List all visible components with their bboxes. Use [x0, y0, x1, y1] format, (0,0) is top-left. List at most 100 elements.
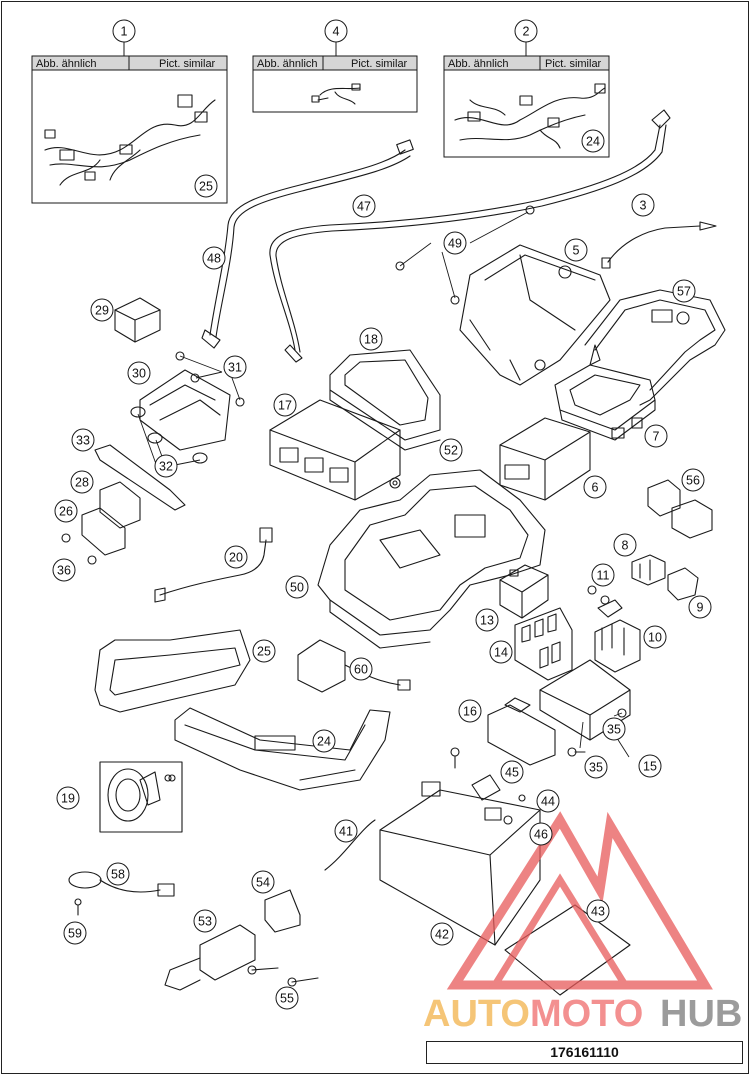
- callout-18: 18: [359, 327, 383, 351]
- callout-circle: [63, 921, 87, 945]
- watermark-auto: AUTO: [423, 993, 530, 1035]
- callout-number: 16: [463, 705, 477, 719]
- callout-42: 42: [430, 922, 454, 946]
- engine-control-unit-17: [269, 399, 401, 501]
- bolts-55: [247, 965, 319, 987]
- callout-circle: [631, 193, 655, 217]
- callout-15: 15: [638, 754, 662, 778]
- callout-number: 24: [586, 135, 600, 149]
- inset-1-label-right: Pict. similar: [159, 58, 216, 70]
- callout-circle: [90, 298, 114, 322]
- callout-circle: [352, 194, 376, 218]
- callout-41: 41: [334, 819, 358, 843]
- callout-circle: [106, 862, 130, 886]
- holder-18: [329, 349, 441, 451]
- callout-number: 19: [61, 792, 75, 806]
- callout-43: 43: [586, 899, 610, 923]
- ecu-bracket-5: [459, 244, 611, 386]
- callout-52: 52: [439, 438, 463, 462]
- watermark-logo: AUTO MOTO HUB: [423, 811, 742, 1035]
- callout-53: 53: [193, 909, 217, 933]
- callout-number: 5: [573, 244, 580, 258]
- callout-number: 17: [278, 399, 292, 413]
- callout-number: 2: [523, 25, 530, 39]
- callout-circle: [688, 595, 712, 619]
- callout-46: 46: [529, 822, 553, 846]
- callout-24: 24: [312, 729, 336, 753]
- electrics-tray-50: [317, 469, 546, 649]
- callout-circle: [71, 428, 95, 452]
- callout-circle: [672, 279, 696, 303]
- callout-circle: [500, 760, 524, 784]
- callout-47: 47: [352, 194, 376, 218]
- callout-number: 26: [59, 505, 73, 519]
- callout-number: 52: [444, 444, 458, 458]
- callout-number: 31: [228, 361, 242, 375]
- terminals-44-45-46: [450, 747, 526, 825]
- callout-number: 53: [198, 915, 212, 929]
- callout-56: 56: [681, 468, 705, 492]
- callout-30: 30: [127, 361, 151, 385]
- callout-number: 28: [75, 476, 89, 490]
- document-number: 176161110: [426, 1041, 743, 1064]
- callout-circle: [564, 238, 588, 262]
- callout-number: 13: [480, 614, 494, 628]
- callout-number: 11: [597, 569, 610, 583]
- callout-circle: [193, 909, 217, 933]
- callout-60: 60: [349, 657, 373, 681]
- callout-49: 49: [443, 231, 467, 255]
- screws-35: [567, 747, 586, 757]
- callout-number: 9: [697, 601, 704, 615]
- inset-box-2: [443, 40, 610, 158]
- callout-number: 30: [132, 367, 146, 381]
- callout-11: 11: [591, 563, 615, 587]
- callout-number: 50: [290, 581, 304, 595]
- callout-3: 3: [631, 193, 655, 217]
- callout-circle: [154, 454, 178, 478]
- callout-circle: [602, 717, 626, 741]
- callout-circle: [443, 231, 467, 255]
- callout-circle: [312, 729, 336, 753]
- callout-circle: [644, 424, 668, 448]
- callout-number: 7: [653, 430, 660, 444]
- callout-circle: [489, 640, 513, 664]
- callout-circle: [638, 754, 662, 778]
- callout-circle: [324, 19, 348, 43]
- callout-circle: [581, 129, 605, 153]
- callout-number: 14: [494, 646, 508, 660]
- holder-26: [81, 507, 126, 556]
- callout-6: 6: [583, 475, 607, 499]
- callout-1: 1: [112, 19, 136, 43]
- callout-number: 57: [677, 285, 691, 299]
- callout-16: 16: [458, 699, 482, 723]
- callout-number: 44: [541, 795, 555, 809]
- callout-circle: [514, 19, 538, 43]
- callout-50: 50: [285, 575, 309, 599]
- connector-8: [631, 554, 666, 586]
- callout-number: 6: [592, 481, 599, 495]
- callout-number: 43: [591, 905, 605, 919]
- plugs-56: [647, 479, 713, 539]
- callout-number: 56: [686, 474, 700, 488]
- control-unit-frame-57: [584, 289, 726, 406]
- callout-number: 24: [317, 735, 331, 749]
- wiring-harness-alt: [454, 83, 606, 149]
- cable-41: [324, 819, 376, 871]
- sensor-cable-20: [154, 527, 273, 603]
- inset-box-4: [252, 40, 418, 113]
- callout-33: 33: [71, 428, 95, 452]
- callout-circle: [127, 361, 151, 385]
- nut-52: [389, 477, 401, 489]
- callout-35: 35: [584, 755, 608, 779]
- relay-block-10: [594, 619, 641, 673]
- callout-number: 33: [76, 434, 90, 448]
- callout-number: 59: [68, 927, 82, 941]
- fuse-box-14: [514, 607, 573, 681]
- cable-47: [269, 109, 671, 363]
- relay-13: [499, 564, 549, 619]
- callout-circle: [439, 438, 463, 462]
- cover-24: [174, 707, 391, 791]
- callout-7: 7: [644, 424, 668, 448]
- callout-circle: [70, 470, 94, 494]
